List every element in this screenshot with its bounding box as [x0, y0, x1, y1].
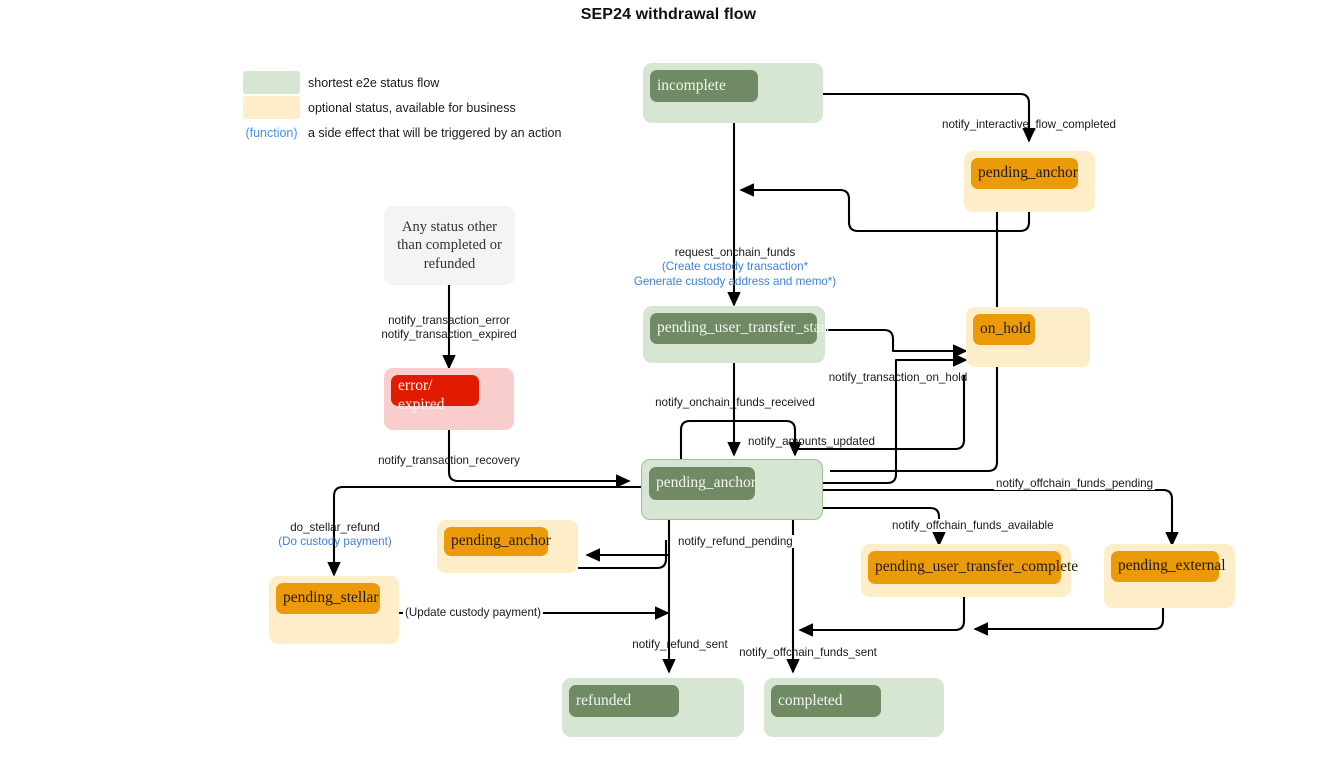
node-expired-label: expired: [398, 396, 445, 413]
node-pending-stellar[interactable]: pending_stellar: [269, 576, 399, 644]
legend-swatch-yellow: [243, 96, 300, 119]
legend: shortest e2e status flow optional status…: [243, 70, 561, 145]
node-error-expired-label: error/ expired: [391, 375, 479, 413]
node-pending-external[interactable]: pending_external: [1104, 544, 1235, 608]
node-any-status-note: Any status other than completed or refun…: [384, 206, 515, 285]
edge-label-update-custody-payment-text: (Update custody payment): [403, 606, 543, 619]
node-pending-anchor-top-label: pending_anchor: [971, 158, 1078, 189]
edge-label-notify-refund-pending: notify_refund_pending: [676, 535, 795, 549]
node-pending-stellar-label: pending_stellar: [276, 583, 380, 614]
edge-label-notify-amounts-updated: notify_amounts_updated: [748, 435, 875, 448]
edge-pending-anchor-to-pending-external: [823, 488, 1179, 547]
edge-label-update-custody-payment: (Update custody payment): [403, 606, 543, 620]
edge-label-notify-refund-sent: notify_refund_sent: [632, 638, 728, 651]
legend-label-green: shortest e2e status flow: [308, 75, 440, 90]
legend-key-function: (function): [245, 125, 298, 140]
edge-label-notify-refund-pending-text: notify_refund_pending: [676, 535, 795, 548]
page-title: SEP24 withdrawal flow: [580, 6, 757, 23]
legend-item-yellow: optional status, available for business: [243, 95, 561, 120]
node-refunded[interactable]: refunded: [562, 678, 744, 737]
node-pending-anchor-top[interactable]: pending_anchor: [964, 151, 1095, 212]
edge-label-notify-transaction-error-expired: notify_transaction_error notify_transact…: [381, 314, 516, 343]
legend-label-yellow: optional status, available for business: [308, 100, 516, 115]
node-incomplete[interactable]: incomplete: [643, 63, 823, 123]
edge-label-do-stellar-refund-text: do_stellar_refund: [290, 521, 380, 534]
edge-label-notify-onchain-funds-received: notify_onchain_funds_received: [655, 396, 815, 409]
node-error-expired[interactable]: error/ expired: [384, 368, 514, 430]
edge-label-request-onchain-funds: request_onchain_funds (Create custody tr…: [634, 246, 836, 289]
edge-label-generate-custody-address: Generate custody address and memo*): [633, 274, 837, 288]
edge-label-request-onchain-funds-text: request_onchain_funds: [674, 246, 796, 259]
edge-label-create-custody-transaction: (Create custody transaction*: [661, 260, 809, 274]
node-pending-user-transfer-start[interactable]: pending_user_transfer_start: [643, 306, 830, 363]
node-incomplete-label: incomplete: [650, 70, 758, 102]
edge-refund-node-out: [578, 540, 668, 570]
edge-label-notify-offchain-funds-pending: notify_offchain_funds_pending: [994, 477, 1156, 491]
edge-label-notify-offchain-funds-available: notify_offchain_funds_available: [890, 519, 1056, 533]
node-pending-anchor-refund-label: pending_anchor: [444, 527, 551, 556]
edge-label-notify-transaction-recovery: notify_transaction_recovery: [378, 454, 520, 467]
edge-label-notify-transaction-expired: notify_transaction_expired: [381, 328, 517, 342]
edge-label-notify-transaction-on-hold: notify_transaction_on_hold: [828, 371, 968, 384]
legend-item-function: (function) a side effect that will be tr…: [243, 120, 561, 145]
edge-label-do-stellar-refund: do_stellar_refund (Do custody payment): [278, 521, 391, 550]
node-on-hold[interactable]: on_hold: [966, 307, 1090, 367]
edge-label-notify-transaction-error: notify_transaction_error: [388, 314, 510, 327]
legend-item-green: shortest e2e status flow: [243, 70, 561, 95]
edge-label-notify-offchain-funds-pending-text: notify_offchain_funds_pending: [994, 477, 1156, 490]
edge-label-do-custody-payment: (Do custody payment): [278, 535, 392, 549]
node-pending-user-transfer-start-label: pending_user_transfer_start: [650, 313, 830, 344]
node-on-hold-label: on_hold: [973, 314, 1035, 345]
node-pending-anchor-center-label: pending_anchor: [649, 467, 756, 500]
edge-label-notify-offchain-funds-available-text: notify_offchain_funds_available: [890, 519, 1056, 532]
node-pending-user-transfer-complete-label: pending_user_transfer_complete: [868, 551, 1078, 584]
node-pending-anchor-refund[interactable]: pending_anchor: [437, 520, 578, 573]
edge-putc-to-completed: [798, 595, 966, 637]
node-completed-label: completed: [771, 685, 881, 717]
node-refunded-label: refunded: [569, 685, 679, 717]
edge-label-notify-offchain-funds-sent: notify_offchain_funds_sent: [739, 646, 877, 659]
node-pending-external-label: pending_external: [1111, 551, 1226, 582]
legend-swatch-green: [243, 71, 300, 94]
node-error-label: error/: [398, 377, 433, 394]
legend-label-function: a side effect that will be triggered by …: [308, 125, 562, 140]
edge-ptus-to-on-hold: [826, 328, 968, 358]
node-pending-anchor-center[interactable]: pending_anchor: [641, 459, 823, 520]
edge-label-notify-interactive-flow-completed: notify_interactive_flow_completed: [941, 118, 1117, 131]
node-completed[interactable]: completed: [764, 678, 944, 737]
node-pending-user-transfer-complete[interactable]: pending_user_transfer_complete: [861, 544, 1078, 597]
